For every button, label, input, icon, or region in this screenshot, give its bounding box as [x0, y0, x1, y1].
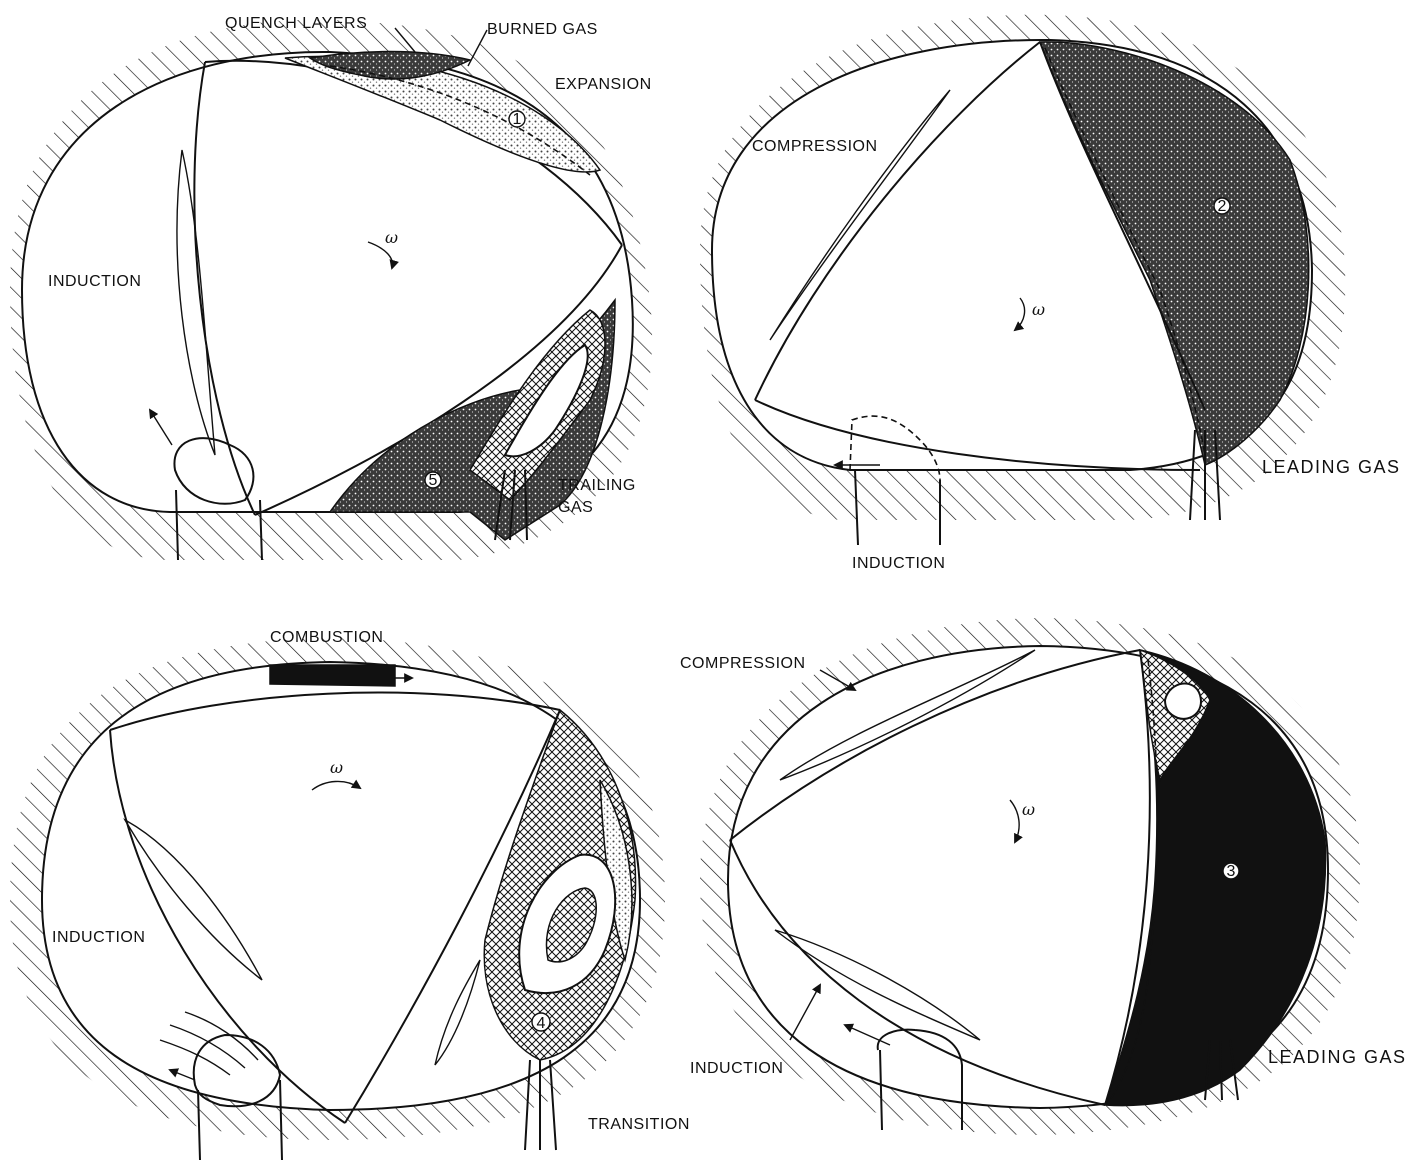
chamber-marker-3-text: 3 — [1227, 863, 1236, 880]
leading-gas-swirl — [1165, 684, 1201, 719]
chamber-marker-2-text: 2 — [1218, 198, 1227, 215]
rotation-symbol: ω — [385, 228, 398, 247]
panel-bottom-left: 4 ω COMBUSTION INDUCTION TRANSITION — [10, 629, 690, 1160]
label-combustion: COMBUSTION — [270, 629, 383, 646]
label-leading-gas: LEADING GAS — [1268, 1047, 1407, 1067]
label-compression: COMPRESSION — [680, 655, 806, 672]
label-leading-gas: LEADING GAS — [1262, 457, 1401, 477]
rotation-symbol: ω — [1032, 300, 1045, 319]
chamber-marker-5-text: 5 — [429, 472, 438, 489]
label-burned-gas: BURNED GAS — [487, 21, 598, 38]
combustion-zone — [270, 665, 395, 686]
label-expansion: EXPANSION — [555, 76, 652, 93]
label-induction: INDUCTION — [690, 1060, 783, 1077]
chamber-marker-1-text: 1 — [513, 111, 522, 128]
label-induction: INDUCTION — [48, 273, 141, 290]
chamber-marker-4-text: 4 — [537, 1015, 546, 1032]
panel-top-right: 2 ω COMPRESSION LEADING GAS INDUCTION — [700, 15, 1401, 572]
label-transition: TRANSITION — [588, 1116, 690, 1133]
label-compression: COMPRESSION — [752, 138, 878, 155]
label-trailing-gas-line2: GAS — [558, 499, 593, 516]
rotation-symbol: ω — [330, 758, 343, 777]
panel-bottom-right: 3 ω COMPRESSION INDUCTION LEADING GAS — [680, 618, 1407, 1135]
label-induction: INDUCTION — [52, 929, 145, 946]
label-quench-layers: QUENCH LAYERS — [225, 15, 367, 32]
panel-top-left: 1 5 ω QUENCH LAYERS BURNED GAS EXPANSION… — [10, 15, 652, 560]
rotation-symbol: ω — [1022, 800, 1035, 819]
label-trailing-gas-line1: TRAILING — [558, 477, 636, 494]
label-induction: INDUCTION — [852, 555, 945, 572]
